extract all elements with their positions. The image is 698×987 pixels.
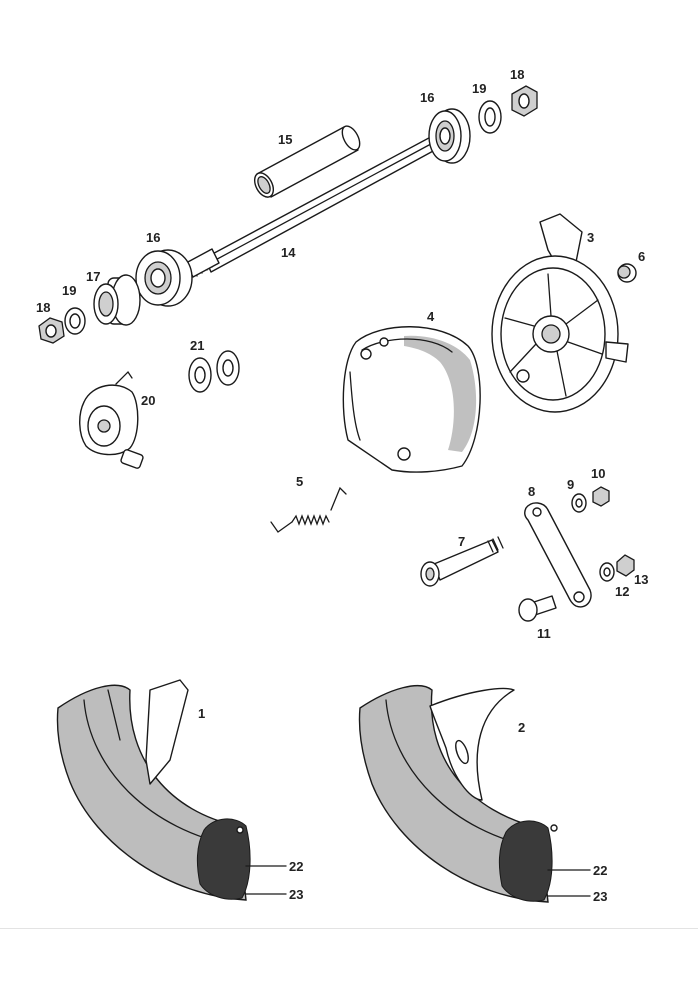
shoe-pin-part-7 [420, 536, 504, 587]
label-part-19-upper: 19 [472, 81, 486, 96]
washer-lower-part-19 [64, 307, 86, 335]
bearing-spacer-part-17 [93, 274, 141, 326]
label-part-4: 4 [427, 309, 435, 324]
label-part-10: 10 [591, 466, 605, 481]
bearing-upper-part-16 [428, 108, 471, 164]
label-part-5: 5 [296, 474, 303, 489]
washers-part-21 [188, 350, 240, 393]
label-part-3: 3 [587, 230, 594, 245]
washer-part-9 [571, 493, 587, 513]
label-part-22-left: 22 [289, 859, 303, 874]
nut-part-13 [616, 554, 635, 577]
bearing-lower-part-16 [135, 249, 193, 307]
label-part-16-upper: 16 [420, 90, 434, 105]
nut-part-10 [592, 486, 610, 507]
label-part-18-upper: 18 [510, 67, 524, 82]
label-part-6: 6 [638, 249, 645, 264]
label-part-19-lower: 19 [62, 283, 76, 298]
label-part-16-lower: 16 [146, 230, 160, 245]
speedo-drive-part-20 [79, 370, 144, 469]
label-part-23-left: 23 [289, 887, 303, 902]
label-part-13: 13 [634, 572, 648, 587]
label-part-15: 15 [278, 132, 292, 147]
wheel-cast-part-2 [358, 684, 591, 903]
label-part-11: 11 [537, 626, 551, 641]
nut-upper-part-18 [511, 85, 538, 117]
brake-plate-part-3 [491, 213, 629, 413]
brake-shoes-part-4 [342, 326, 481, 473]
label-part-22-right: 22 [593, 863, 607, 878]
spacer-tube-part-15 [253, 125, 361, 198]
label-part-23-right: 23 [593, 889, 607, 904]
label-part-20: 20 [141, 393, 155, 408]
label-part-17: 17 [86, 269, 100, 284]
label-part-2: 2 [518, 720, 525, 735]
plug-part-6 [617, 263, 637, 283]
label-part-18-lower: 18 [36, 300, 50, 315]
axle-part-14 [185, 131, 447, 278]
bolt-part-11 [518, 595, 557, 622]
wheel-cast-part-1 [56, 679, 287, 901]
label-part-8: 8 [528, 484, 535, 499]
washer-upper-part-19 [478, 100, 502, 134]
nut-lower-part-18 [38, 317, 65, 344]
label-part-12: 12 [615, 584, 629, 599]
label-part-1: 1 [198, 706, 205, 721]
label-part-21: 21 [190, 338, 204, 353]
label-part-9: 9 [567, 477, 574, 492]
label-part-7: 7 [458, 534, 465, 549]
washer-part-12 [599, 562, 615, 582]
spring-part-5 [270, 486, 347, 533]
page-bottom-divider [0, 928, 698, 929]
brake-lever-part-8 [523, 502, 592, 608]
label-part-14: 14 [281, 245, 296, 260]
